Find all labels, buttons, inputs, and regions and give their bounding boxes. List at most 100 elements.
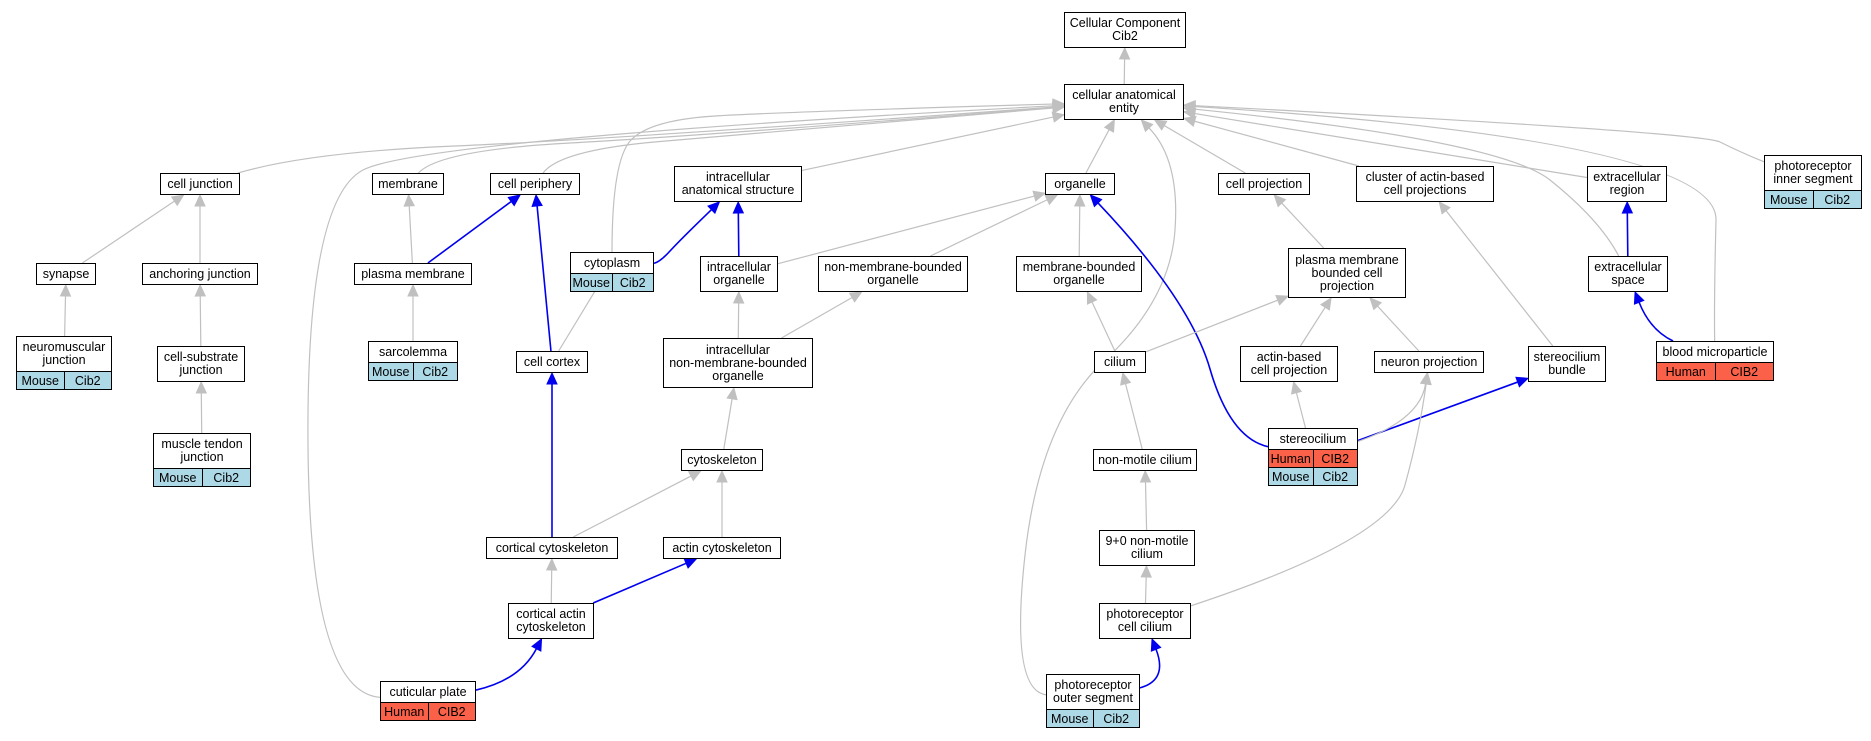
node-label-line: organelle (1053, 273, 1105, 287)
node-label-line: photoreceptor (1054, 678, 1132, 692)
node-label-line: organelle (712, 368, 764, 383)
arrowhead-extraspace-to-cae (1182, 103, 1197, 115)
gene-label: CIB2 (427, 703, 476, 720)
node-plasmamembrane[interactable]: plasma membrane (354, 263, 472, 285)
node-anchoring[interactable]: anchoring junction (142, 263, 258, 285)
node-cuticular[interactable]: cuticular plate (380, 681, 476, 703)
node-cilium[interactable]: cilium (1094, 351, 1146, 373)
node-cytoplasm[interactable]: cytoplasm (570, 252, 654, 274)
arrowhead-inmbo-to-intraorganelle (732, 290, 745, 304)
arrowhead-pos-to-cae (1140, 119, 1154, 133)
arrowhead-cytoskeleton-to-inmbo (726, 386, 738, 401)
edge-pos-to-prcc (1139, 648, 1161, 689)
node-label-line: cell cilium (1117, 620, 1173, 634)
node-label-line: organelle (713, 273, 765, 287)
arrowhead-cac-to-corticalcyto (545, 557, 558, 571)
node-label-line: anatomical structure (681, 183, 795, 197)
edge-mbo-to-organelle (1078, 205, 1081, 257)
node-corticalcyto[interactable]: cortical cytoskeleton (486, 537, 618, 559)
node-sarcolemma[interactable]: sarcolemma (368, 341, 458, 363)
node-label-line: membrane-bounded (1022, 260, 1136, 274)
node-label-line: neuron projection (1380, 354, 1478, 369)
arrowhead-corticalcyto-to-cytoskeleton (687, 470, 702, 482)
arrowhead-csj-to-anchoring (194, 283, 207, 297)
arrowhead-mbo-to-organelle (1073, 193, 1086, 207)
node-label-line: non-motile cilium (1098, 452, 1192, 467)
node-neuronproj[interactable]: neuron projection (1374, 351, 1484, 373)
arrowhead-cuticular-to-cac (531, 637, 543, 652)
arrowhead-cae-to-root (1118, 46, 1131, 60)
node-stereocilium[interactable]: stereocilium (1268, 428, 1358, 450)
node-celljunction[interactable]: cell junction (160, 173, 240, 195)
node-nonmotile[interactable]: non-motile cilium (1093, 449, 1197, 471)
edge-stereocilium-to-organelle (1097, 202, 1269, 448)
edge-cellprojection-to-cae (1163, 125, 1246, 174)
node-label-line: cytoplasm (583, 255, 641, 270)
node-cellcortex[interactable]: cell cortex (516, 351, 588, 373)
node-label-line: bounded cell (1311, 265, 1383, 280)
node-label-line: outer segment (1053, 691, 1133, 705)
species-label: Mouse (371, 365, 410, 379)
node-label-line: cortical actin (516, 607, 586, 621)
node-label-line: neuromuscular (22, 340, 106, 354)
edge-cilium-to-pmbcp (1145, 299, 1278, 353)
node-bloodmp[interactable]: blood microparticle (1656, 341, 1774, 363)
node-label-line: intracellular (706, 342, 770, 357)
node-cellperiphery[interactable]: cell periphery (490, 173, 580, 195)
arrowhead-sarcolemma-to-plasmamembrane (407, 283, 419, 297)
edge-cytoskeleton-to-inmbo (723, 398, 733, 450)
node-actincyto[interactable]: actin cytoskeleton (663, 537, 781, 559)
species-label: Human (1270, 452, 1311, 466)
node-label-line: anchoring junction (149, 266, 251, 281)
species-label: Mouse (1050, 712, 1089, 726)
node-label-line: synapse (42, 266, 90, 281)
node-label-line: cell-substrate (163, 350, 239, 364)
arrowhead-plasmamembrane-to-membrane (403, 193, 416, 207)
edge-pmbcp-to-cellprojection (1281, 202, 1325, 249)
node-label-line: organelle (1054, 176, 1106, 191)
node-label-line: blood microparticle (1662, 344, 1768, 359)
node-label-line: projection (1319, 278, 1375, 293)
arrowhead-pmbcp-to-cellprojection (1273, 194, 1287, 208)
node-organelle[interactable]: organelle (1045, 173, 1115, 195)
node-cytoskeleton[interactable]: cytoskeleton (681, 449, 763, 471)
edge-extraspace-to-cae (1194, 108, 1620, 257)
node-label-line: cortical cytoskeleton (495, 540, 609, 555)
node-synapse[interactable]: synapse (36, 263, 96, 285)
node-label-line: junction (180, 450, 224, 464)
gene-label: CIB2 (1312, 450, 1358, 467)
gene-label: Cib2 (1092, 710, 1140, 727)
arrowhead-ninezero-to-nonmotile (1139, 469, 1152, 483)
node-membrane[interactable]: membrane (372, 173, 444, 195)
edge-extraregion-to-cae (1194, 112, 1588, 179)
edge-intraorganelle-to-organelle (777, 195, 1035, 265)
node-cellprojection[interactable]: cell projection (1218, 173, 1310, 195)
node-label-line: region (1609, 183, 1645, 197)
arrowhead-cac-to-actincyto (683, 558, 698, 569)
